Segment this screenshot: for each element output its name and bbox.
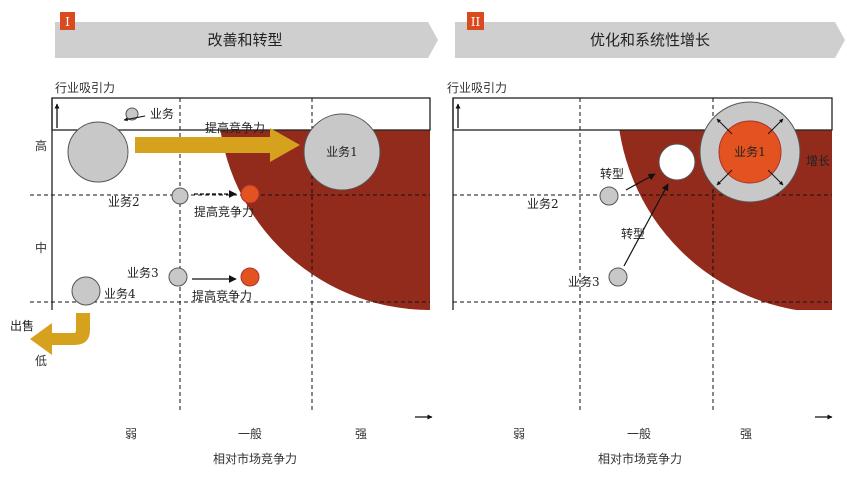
transform-arrow-2	[623, 183, 669, 267]
bubble-small-label: 业务	[150, 106, 174, 121]
bubble-b2-label: 业务2	[108, 194, 140, 209]
panel-badge	[60, 12, 75, 30]
x-axis-label: 相对市场竞争力	[598, 451, 682, 466]
y-level-high: 高	[35, 138, 47, 153]
bubble-b3	[168, 267, 188, 287]
bubble-b1-label: 业务1	[326, 144, 358, 159]
x-level-weak: 弱	[125, 427, 137, 441]
growth-arrow-sw	[716, 169, 733, 186]
bubble-b4	[71, 276, 101, 306]
panel-badge	[467, 12, 484, 30]
y-axis-label: 行业吸引力	[447, 81, 507, 95]
bubble-large-gray	[67, 121, 129, 183]
header-band	[455, 22, 845, 58]
bubble-b4-label: 业务4	[104, 286, 136, 301]
header-band	[55, 22, 438, 58]
transform-arrow-1	[625, 173, 656, 191]
panel-badge-label: I	[65, 15, 70, 29]
panel-title: 改善和转型	[207, 31, 282, 49]
exit-label: 出售	[10, 318, 34, 333]
x-level-strong: 强	[355, 427, 367, 441]
growth-arrow-nw	[716, 118, 733, 135]
exit-arrow	[30, 313, 90, 355]
x-axis-label: 相对市场竞争力	[213, 451, 297, 466]
panel-title: 优化和系统性增长	[590, 31, 710, 49]
bubble-b3-target	[240, 267, 260, 287]
big-arrow-label: 提高竞争力	[205, 120, 265, 135]
bubble-b3-label: 业务3	[127, 265, 159, 280]
bubble-b2-label: 业务2	[527, 196, 559, 211]
arrow-small	[123, 115, 146, 122]
transform-label-2: 转型	[621, 226, 645, 241]
panel-left: I 改善和转型 行业吸引力 高 中 低 业务 提高竞争力 业务1	[10, 12, 438, 466]
arrow-b2-label: 提高竞争力	[194, 204, 254, 219]
bubble-target	[658, 143, 696, 181]
bubble-b1	[303, 113, 381, 191]
bubble-b2	[171, 187, 189, 205]
panel-badge-label: II	[471, 15, 481, 29]
bubble-b1	[718, 120, 782, 184]
transform-label-1: 转型	[600, 166, 624, 181]
bubble-small	[125, 107, 139, 121]
bubble-b1-label: 业务1	[734, 144, 766, 159]
arrow-b3-label: 提高竞争力	[192, 288, 252, 303]
bubble-b2-target	[240, 184, 260, 204]
y-level-mid: 中	[35, 240, 47, 255]
bubble-b3-label: 业务3	[568, 274, 600, 289]
big-arrow	[135, 128, 300, 162]
growth-arrow-se	[767, 169, 784, 186]
x-level-mid: 一般	[238, 426, 262, 441]
x-level-weak: 弱	[513, 427, 525, 441]
bubble-b3	[608, 267, 628, 287]
x-level-mid: 一般	[627, 426, 651, 441]
growth-arrow-ne	[767, 118, 784, 135]
growth-label: 增长	[806, 154, 830, 168]
y-axis-label: 行业吸引力	[55, 81, 115, 95]
x-level-strong: 强	[740, 427, 752, 441]
y-level-low: 低	[35, 354, 47, 368]
bubble-b2	[599, 186, 619, 206]
panel-right: II 优化和系统性增长 行业吸引力 业务1 增长 业务2 转型 业务3	[447, 12, 845, 466]
